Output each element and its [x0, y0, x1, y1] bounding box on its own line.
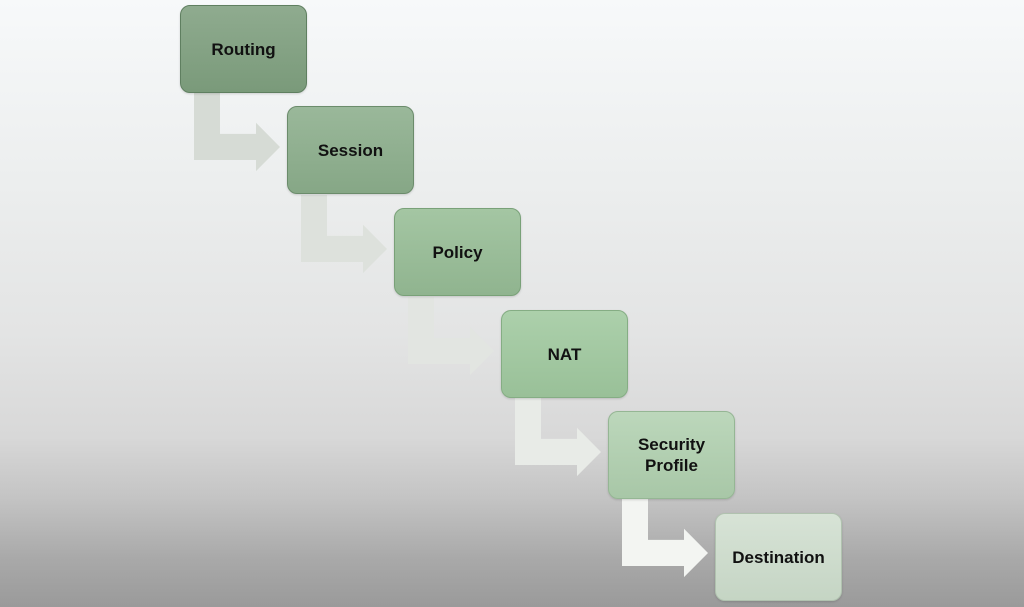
step-security-profile: Security Profile: [608, 411, 735, 499]
step-session: Session: [287, 106, 414, 194]
step-label: Security Profile: [637, 435, 706, 475]
step-policy: Policy: [394, 208, 521, 296]
step-label: Session: [317, 140, 384, 160]
connector-arrow-3: [408, 297, 494, 376]
connector-arrow-5: [622, 499, 708, 578]
step-label: Routing: [211, 39, 276, 59]
connector-arrow-4: [515, 398, 601, 477]
connector-arrow-2: [301, 195, 387, 274]
step-nat: NAT: [501, 310, 628, 398]
step-destination: Destination: [715, 513, 842, 601]
step-label: NAT: [547, 344, 582, 364]
step-label: Destination: [732, 547, 825, 567]
step-label: Policy: [432, 242, 483, 262]
connector-arrow-1: [194, 93, 280, 172]
step-routing: Routing: [180, 5, 307, 93]
